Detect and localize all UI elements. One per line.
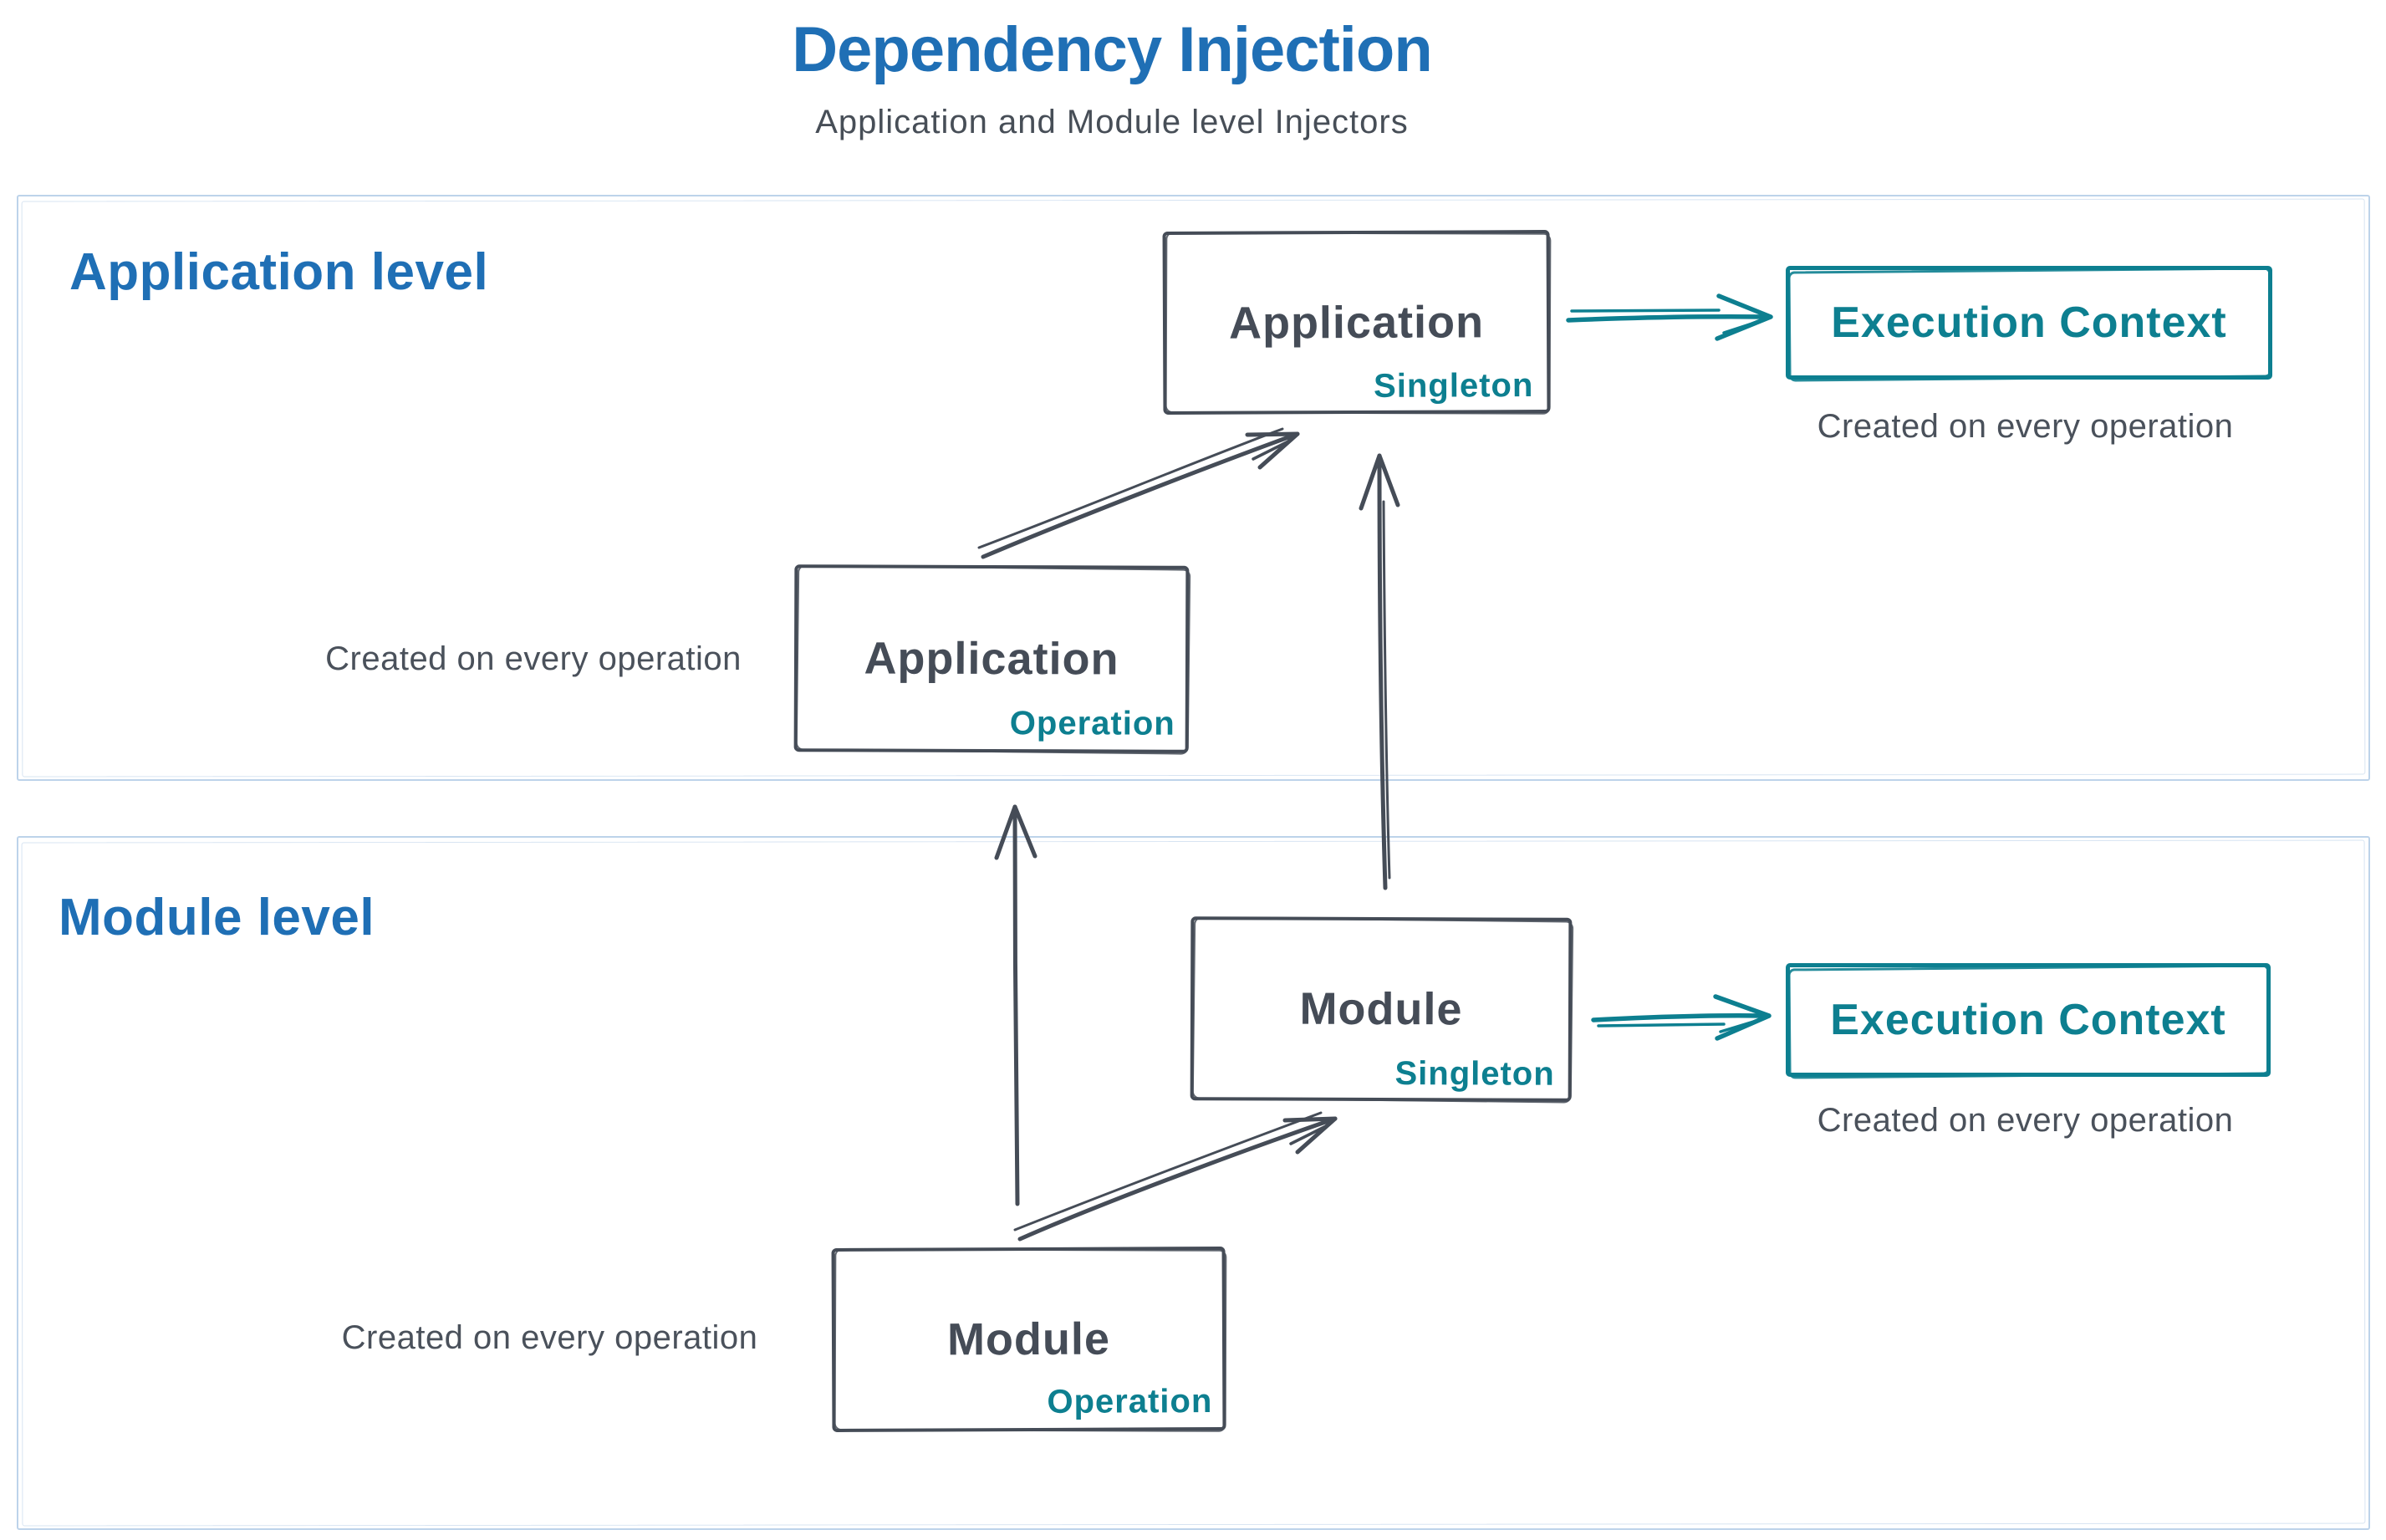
application-operation-scope: Operation	[1009, 705, 1175, 742]
module-singleton-box: Module Singleton	[1190, 916, 1573, 1102]
module-operation-scope: Operation	[1047, 1383, 1213, 1420]
module-singleton-name: Module	[1299, 983, 1463, 1035]
module-level-frame	[17, 836, 2370, 1530]
application-level-frame	[17, 195, 2370, 781]
application-operation-caption: Created on every operation	[325, 640, 742, 677]
application-singleton-scope: Singleton	[1374, 367, 1534, 405]
module-execution-caption: Created on every operation	[1817, 1102, 2234, 1139]
module-level-label: Module level	[59, 889, 375, 946]
module-operation-name: Module	[946, 1313, 1111, 1365]
application-execution-caption: Created on every operation	[1817, 408, 2234, 445]
module-execution-context-label: Execution Context	[1830, 996, 2226, 1044]
module-execution-context-box: Execution Context	[1786, 963, 2271, 1077]
module-operation-caption: Created on every operation	[341, 1319, 758, 1356]
application-singleton-box: Application Singleton	[1162, 229, 1551, 416]
module-singleton-scope: Singleton	[1394, 1055, 1555, 1093]
application-level-label: Application level	[69, 243, 489, 301]
application-singleton-name: Application	[1228, 296, 1485, 349]
application-operation-box: Application Operation	[793, 564, 1190, 753]
page-subtitle: Application and Module level Injectors	[815, 104, 1409, 140]
application-execution-context-box: Execution Context	[1786, 266, 2272, 380]
application-operation-name: Application	[864, 633, 1119, 685]
module-operation-box: Module Operation	[831, 1246, 1226, 1433]
page-title: Dependency Injection	[792, 14, 1433, 85]
application-execution-context-label: Execution Context	[1831, 298, 2227, 347]
